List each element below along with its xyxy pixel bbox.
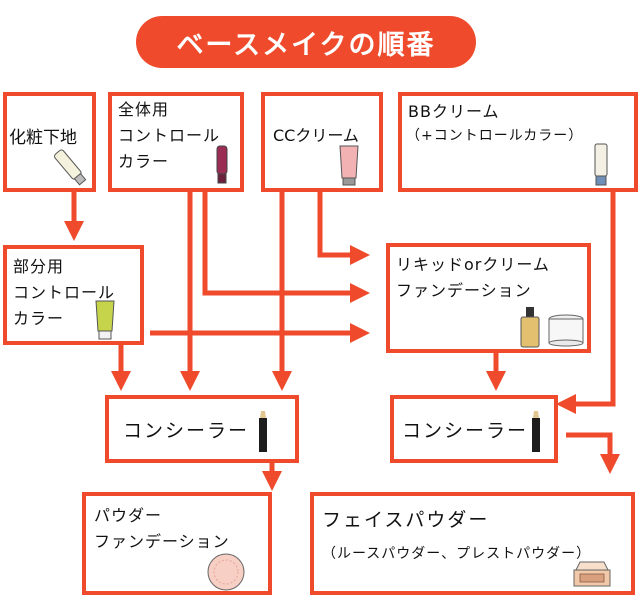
node-cc-cream-label: CCクリーム [273, 126, 359, 145]
node-primer: 化粧下地 [3, 92, 96, 192]
node-liquid-foundation-line-1: リキッドorクリーム [396, 255, 550, 274]
arrow-cc-to-foundation [317, 190, 370, 265]
node-bb-cream-sub: （+コントロールカラー） [406, 128, 584, 144]
green-tube-icon [95, 300, 115, 340]
cream-jar-icon [548, 314, 584, 347]
primer-tube-icon [54, 149, 87, 186]
node-powder-foundation-line-2: ファンデーション [94, 532, 230, 551]
node-bb-cream: BBクリーム （+コントロールカラー） [398, 92, 638, 192]
bb-tube-icon [594, 143, 608, 186]
node-partial-control-line-3: カラー [13, 309, 65, 328]
node-face-powder-sub: （ルースパウダー、プレストパウダー） [322, 546, 592, 562]
node-concealer-left: コンシーラー [105, 395, 299, 463]
node-liquid-foundation-line-2: ファンデーション [396, 281, 532, 300]
node-bb-cream-label: BBクリーム [408, 102, 500, 121]
arrow-concealer-to-face-powder [566, 432, 620, 474]
node-powder-foundation-line-1: パウダー [94, 506, 163, 525]
pressed-powder-icon [573, 561, 611, 587]
node-overall-control: 全体用 コントロール カラー [108, 92, 244, 192]
node-concealer-left-label: コンシーラー [123, 420, 250, 442]
cc-tube-icon [339, 145, 359, 186]
node-face-powder: フェイスパウダー （ルースパウダー、プレストパウダー） [310, 492, 635, 595]
node-overall-control-line-3: カラー [118, 152, 170, 171]
node-partial-control-line-2: コントロール [13, 283, 116, 302]
node-primer-label: 化粧下地 [9, 128, 77, 148]
node-cc-cream: CCクリーム [261, 92, 383, 192]
foundation-bottle-icon [520, 307, 540, 348]
node-overall-control-line-1: 全体用 [118, 100, 170, 119]
node-face-powder-label: フェイスパウダー [322, 509, 490, 531]
page-title: ベースメイクの順番 [136, 16, 476, 68]
concealer-pen-icon [259, 411, 267, 452]
node-partial-control-line-1: 部分用 [13, 257, 65, 276]
powder-compact-icon [207, 553, 245, 591]
arrow-bb-to-concealer [556, 190, 616, 414]
arrow-overall-to-foundation [202, 160, 370, 303]
node-overall-control-line-2: コントロール [118, 126, 221, 145]
node-liquid-foundation: リキッドorクリーム ファンデーション [386, 243, 591, 353]
node-concealer-right-label: コンシーラー [402, 420, 529, 442]
node-partial-control: 部分用 コントロール カラー [3, 245, 144, 345]
lipstick-tube-icon [216, 145, 228, 184]
concealer-pen-icon [532, 411, 540, 452]
node-powder-foundation: パウダー ファンデーション [82, 492, 272, 595]
node-concealer-right: コンシーラー [390, 395, 558, 463]
